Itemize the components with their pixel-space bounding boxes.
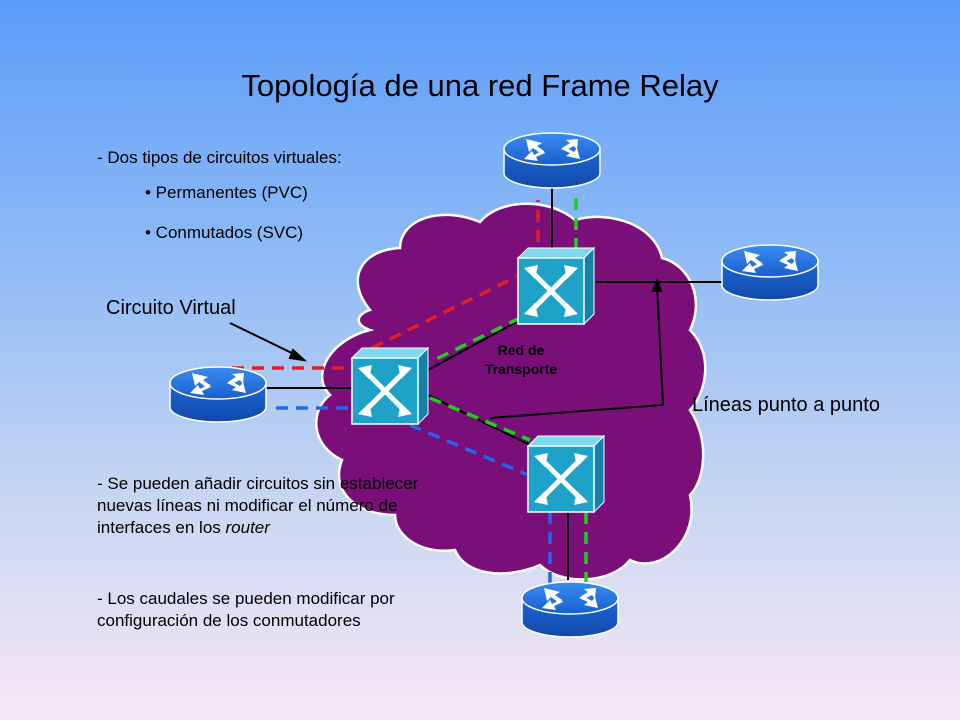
transport-network-label-line1: Red de bbox=[497, 342, 545, 358]
transport-network-label-line2: Transporte bbox=[484, 361, 558, 377]
note-add-circuits: - Se pueden añadir circuitos sin estable… bbox=[97, 473, 457, 539]
switch-bottom bbox=[528, 436, 604, 512]
circuit-blue bbox=[276, 406, 552, 592]
note-add-circuits-text: - Se pueden añadir circuitos sin estable… bbox=[97, 474, 419, 537]
circuit-green-bottom bbox=[429, 396, 588, 592]
router-top bbox=[503, 132, 601, 189]
router-right bbox=[721, 244, 819, 301]
router-left bbox=[169, 366, 267, 423]
virtual-circuit-label: Circuito Virtual bbox=[106, 297, 236, 319]
point-to-point-label: Líneas punto a punto bbox=[692, 394, 880, 416]
line-switch-switch-b bbox=[427, 394, 531, 446]
transport-network-label: Red de Transporte bbox=[478, 341, 564, 379]
transport-network-cloud bbox=[315, 202, 707, 581]
switch-left bbox=[352, 348, 428, 424]
circuit-green-top bbox=[429, 198, 578, 364]
circuit-red bbox=[232, 200, 540, 370]
switch-top bbox=[518, 248, 594, 324]
note-router-word: router bbox=[225, 518, 270, 537]
intro-item-pvc: • Permanentes (PVC) bbox=[145, 183, 308, 202]
router-bottom bbox=[521, 581, 619, 638]
note-throughput: - Los caudales se pueden modificar por c… bbox=[97, 589, 395, 630]
line-switch-switch-a bbox=[427, 319, 521, 371]
intro-heading: - Dos tipos de circuitos virtuales: bbox=[97, 148, 342, 167]
slide-title: Topología de una red Frame Relay bbox=[241, 68, 719, 103]
intro-item-svc: • Conmutados (SVC) bbox=[145, 223, 304, 242]
